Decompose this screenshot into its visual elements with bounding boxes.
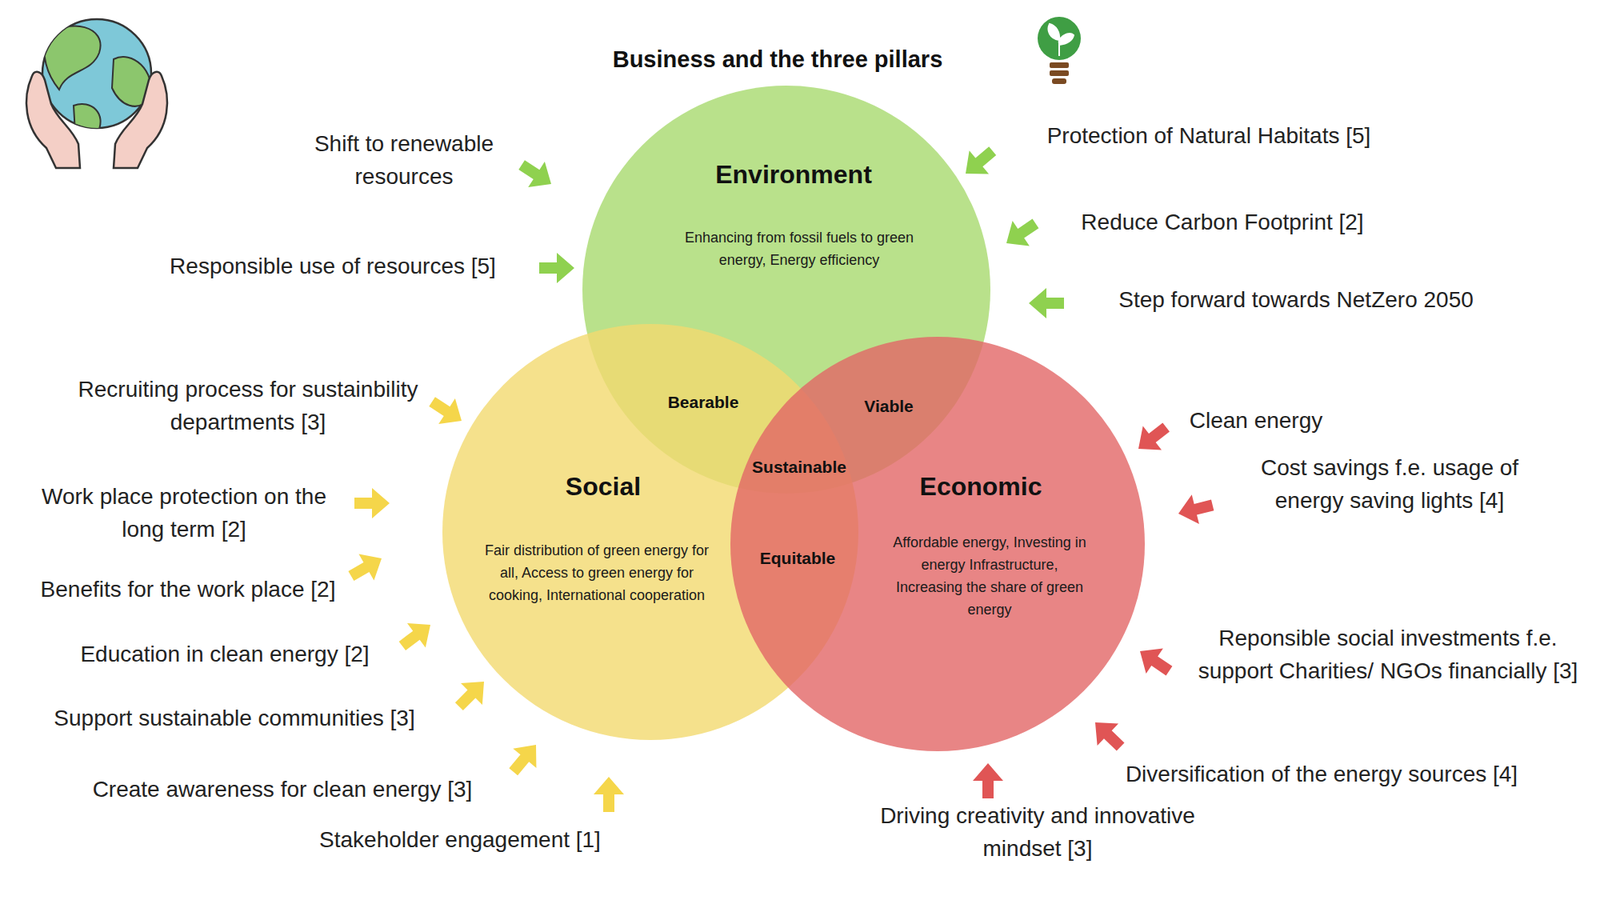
- diagram-title: Business and the three pillars: [612, 46, 944, 73]
- pillar-aspect-label: Benefits for the work place [2]: [28, 573, 348, 607]
- label-slot: Driving creativity and innovative mindse…: [849, 800, 1226, 865]
- label-slot: Benefits for the work place [2]: [28, 573, 348, 607]
- pillar-description: Affordable energy, Investing in energy I…: [889, 532, 1090, 622]
- intersection-label: Equitable: [760, 548, 836, 568]
- pillar-aspect-label: Support sustainable communities [3]: [10, 702, 459, 736]
- pillar-aspect-label: Step forward towards NetZero 2050: [1080, 284, 1512, 317]
- text-slot: Enhancing from fossil fuels to green ene…: [679, 227, 920, 272]
- label-slot: Viable: [864, 396, 913, 416]
- label-slot: Sustainable: [752, 457, 847, 477]
- title-slot: Business and the three pillars: [612, 46, 944, 73]
- globe-hands-icon: [26, 19, 168, 168]
- pillar-aspect-label: Protection of Natural Habitats [5]: [1008, 120, 1409, 153]
- pillar-heading: Social: [565, 472, 641, 502]
- label-slot: Stakeholder engagement [1]: [288, 824, 632, 857]
- pillar-aspect-label: Work place protection on the long term […: [32, 480, 336, 546]
- pillar-circle: EconomicAffordable energy, Investing in …: [730, 336, 1145, 752]
- pillar-aspect-label: Shift to renewable resources: [288, 128, 520, 193]
- label-slot: Responsible use of resources [5]: [132, 250, 533, 284]
- label-slot: Reponsible social investments f.e. suppo…: [1188, 622, 1588, 688]
- pillar-aspect-label: Reponsible social investments f.e. suppo…: [1188, 622, 1588, 688]
- pillar-fill: [730, 336, 1145, 752]
- label-slot: Step forward towards NetZero 2050: [1080, 284, 1512, 317]
- pillar-aspect-label: Reduce Carbon Footprint [2]: [1046, 206, 1399, 240]
- lightbulb-icon: [1037, 16, 1081, 84]
- pillar-aspect-label: Driving creativity and innovative mindse…: [849, 800, 1226, 865]
- label-slot: Equitable: [760, 548, 836, 568]
- pillar-heading: Economic: [920, 472, 1043, 502]
- pillar-aspect-label: Diversification of the energy sources [4…: [1089, 758, 1554, 792]
- pillar-aspect-label: Recruiting process for sustainbility dep…: [72, 373, 424, 439]
- label-slot: Support sustainable communities [3]: [10, 702, 459, 736]
- pillar-aspect-label: Stakeholder engagement [1]: [288, 824, 632, 857]
- intersection-label: Viable: [864, 396, 913, 416]
- text-slot: Affordable energy, Investing in energy I…: [889, 532, 1090, 622]
- pillar-aspect-label: Cost savings f.e. usage of energy saving…: [1229, 452, 1550, 517]
- pillar-aspect-label: Create awareness for clean energy [3]: [54, 773, 511, 807]
- pillar-aspect-label: Clean energy: [1160, 404, 1352, 438]
- label-slot: Clean energy: [1160, 404, 1352, 438]
- pillar-aspect-label: Education in clean energy [2]: [48, 638, 401, 672]
- label-slot: Bearable: [668, 392, 740, 412]
- text-slot: Environment: [715, 160, 872, 190]
- pillar-aspect-label: Responsible use of resources [5]: [132, 250, 533, 284]
- intersection-label: Bearable: [668, 392, 740, 412]
- label-slot: Create awareness for clean energy [3]: [54, 773, 511, 807]
- text-slot: Social: [565, 472, 641, 502]
- label-slot: Work place protection on the long term […: [32, 480, 336, 546]
- text-slot: Economic: [920, 472, 1043, 502]
- label-slot: Cost savings f.e. usage of energy saving…: [1229, 452, 1550, 517]
- label-slot: Protection of Natural Habitats [5]: [1008, 120, 1409, 153]
- label-slot: Recruiting process for sustainbility dep…: [72, 373, 424, 439]
- text-slot: Fair distribution of green energy for al…: [476, 540, 717, 608]
- label-slot: Shift to renewable resources: [288, 128, 520, 193]
- pillar-description: Fair distribution of green energy for al…: [476, 540, 717, 608]
- pillar-heading: Environment: [715, 160, 872, 190]
- pillar-description: Enhancing from fossil fuels to green ene…: [679, 227, 920, 272]
- label-slot: Diversification of the energy sources [4…: [1089, 758, 1554, 792]
- intersection-label: Sustainable: [752, 457, 847, 477]
- label-slot: Education in clean energy [2]: [48, 638, 401, 672]
- label-slot: Reduce Carbon Footprint [2]: [1046, 206, 1399, 240]
